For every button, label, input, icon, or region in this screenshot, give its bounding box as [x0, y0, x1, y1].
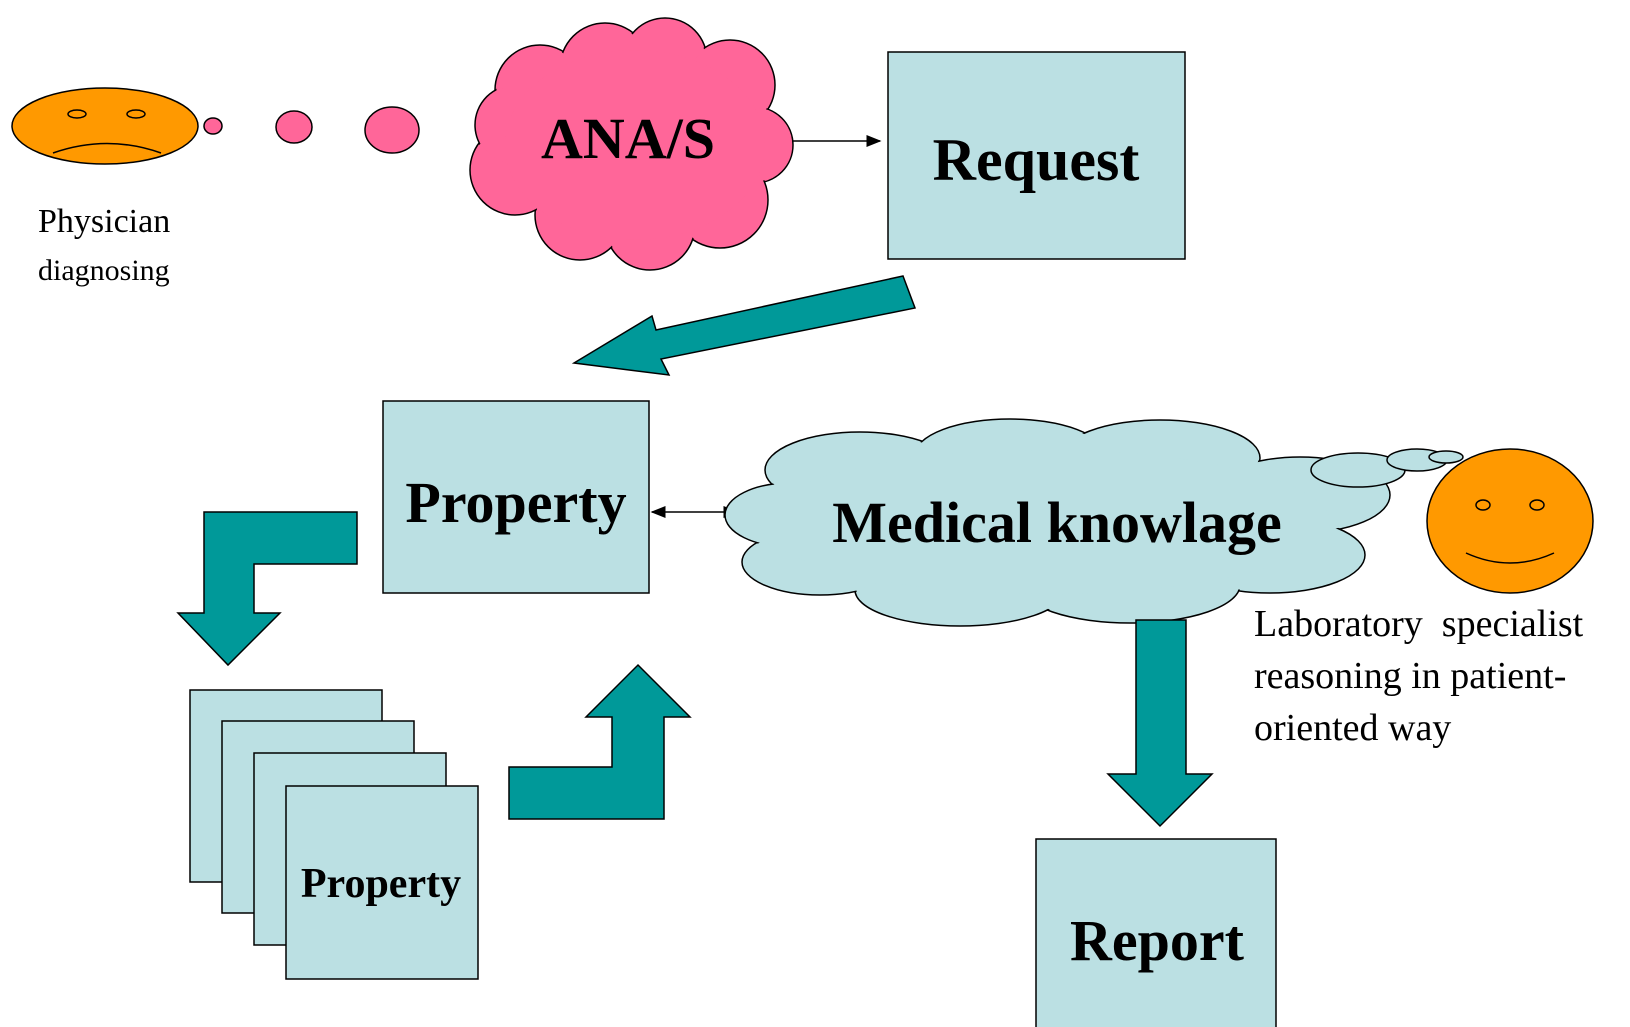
request-to-property-arrow	[571, 275, 917, 376]
property-stack-label: Property	[301, 861, 461, 907]
physician-mouth	[52, 142, 162, 154]
thought-bubble-large	[364, 106, 420, 154]
request-box	[887, 51, 1186, 260]
stack-to-property-arrow	[508, 663, 692, 820]
physician-face-icon	[11, 87, 199, 165]
property-stack	[189, 689, 479, 980]
specialist-mouth	[1465, 552, 1555, 564]
property-to-stack-arrow	[176, 511, 358, 667]
thought-bubble-small	[203, 117, 223, 135]
specialist-face-shape	[1426, 448, 1594, 594]
knowledge-to-report-arrow	[1106, 619, 1214, 828]
specialist-face-icon	[1426, 448, 1594, 594]
specialist-left-eye	[1475, 499, 1491, 511]
specialist-label-line1: Laboratory specialist	[1254, 603, 1584, 645]
knowledge-bubble-small	[1428, 450, 1464, 464]
specialist-label-line2: reasoning in patient-	[1254, 655, 1566, 697]
ana-cloud-label: ANA/S	[541, 106, 715, 171]
ana-cloud-icon	[469, 17, 794, 271]
report-box	[1035, 838, 1277, 1027]
physician-label-line1: Physician	[38, 203, 170, 240]
physician-label-line2: diagnosing	[38, 254, 170, 287]
knowledge-cloud-label: Medical knowlage	[832, 490, 1281, 555]
property-box-label: Property	[405, 470, 626, 535]
property-box	[382, 400, 650, 594]
physician-right-eye	[126, 109, 146, 119]
property-stack-page-4	[285, 785, 479, 980]
specialist-right-eye	[1529, 499, 1545, 511]
thought-bubbles	[203, 106, 420, 154]
knowledge-thought-bubbles	[1310, 448, 1464, 488]
specialist-label-line3: oriented way	[1254, 707, 1451, 749]
physician-face-shape	[11, 87, 199, 165]
request-box-label: Request	[933, 127, 1140, 193]
knowledge-cloud-icon	[724, 418, 1391, 627]
report-box-label: Report	[1070, 908, 1245, 973]
thought-bubble-medium	[275, 110, 313, 144]
physician-left-eye	[67, 109, 87, 119]
